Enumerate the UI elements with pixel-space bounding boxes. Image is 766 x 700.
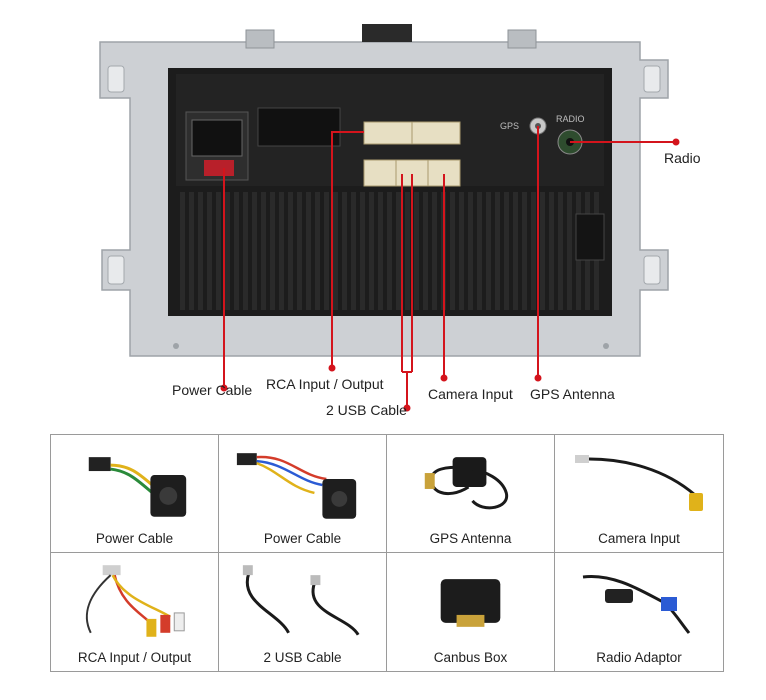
heatsink-fin [387,192,392,310]
accessory-label: Power Cable [95,531,174,546]
power-harness-icon [88,457,187,517]
heatsink-fin [252,192,257,310]
heatsink-fin [333,192,338,310]
heatsink-fin [414,192,419,310]
accessory-cell: Power Cable [51,435,219,553]
heatsink-fin [495,192,500,310]
accessory-label: Canbus Box [433,650,508,665]
heatsink-fin [477,192,482,310]
heatsink-fin [468,192,473,310]
heatsink-fin [234,192,239,310]
callout-lines [220,126,680,412]
heatsink-fin [405,192,410,310]
accessory-label: GPS Antenna [429,531,512,546]
usb-cable-icon [242,565,360,636]
accessory-cell: 2 USB Cable [219,553,387,671]
accessory-label: RCA Input / Output [77,650,192,665]
heatsink-fin [180,192,185,310]
radio-adaptor-icon [582,574,691,634]
heatsink-fin [243,192,248,310]
heatsink-fin [486,192,491,310]
heatsink-fin [360,192,365,310]
heatsink-fin [459,192,464,310]
accessory-cell: Power Cable [219,435,387,553]
heatsink-fin [306,192,311,310]
heatsink-fin [513,192,518,310]
accessory-cell: Camera Input [555,435,723,553]
heatsink-fin [288,192,293,310]
accessory-cell: Radio Adaptor [555,553,723,671]
heatsink-fin [297,192,302,310]
accessory-cell: GPS Antenna [387,435,555,553]
heatsink-fin [450,192,455,310]
heatsink-fin [261,192,266,310]
callout-gps: GPS Antenna [530,386,615,402]
canbus-box-icon [440,579,501,627]
heatsink-fin [369,192,374,310]
heatsink-fin [504,192,509,310]
heatsink-fin [396,192,401,310]
heatsink-fin [198,192,203,310]
heatsink-fin [567,192,572,310]
callout-radio: Radio [664,150,701,166]
power-harness-wired-icon [236,453,357,519]
heatsink-fin [189,192,194,310]
accessory-cell: Canbus Box [387,553,555,671]
head-unit-diagram: GPS RADIO Radio Power Cable RCA Input / … [99,24,701,418]
accessory-label: Power Cable [263,531,342,546]
callout-camera: Camera Input [428,386,513,402]
gps-antenna-icon [424,457,508,510]
accessory-cell: RCA Input / Output [51,553,219,671]
heatsink-fin [225,192,230,310]
accessory-grid: Power Cable Power Cable GPS Antenna Came… [50,434,724,672]
heatsink-fin [540,192,545,310]
callout-rca-io: RCA Input / Output [266,376,384,392]
heatsink-fin [423,192,428,310]
gps-port-label: GPS [500,121,519,131]
accessory-label: 2 USB Cable [263,650,342,665]
heatsink-fin [207,192,212,310]
heatsink-fin [324,192,329,310]
heatsink-fin [315,192,320,310]
accessory-label: Radio Adaptor [596,650,682,665]
heatsink-fin [432,192,437,310]
heatsink-fin [378,192,383,310]
rca-cable-icon [85,565,185,637]
heatsink-fin [342,192,347,310]
heatsink-fin [549,192,554,310]
callout-power-cable: Power Cable [172,382,253,398]
heatsink-fin [531,192,536,310]
accessory-label: Camera Input [598,531,680,546]
heatsink-fin [351,192,356,310]
heatsink-fin [270,192,275,310]
head-unit-rear-view: GPS RADIO [99,24,680,412]
callout-usb: 2 USB Cable [326,402,407,418]
radio-port-label: RADIO [556,114,585,124]
heatsink-fin [216,192,221,310]
heatsink-fin [558,192,563,310]
unit-chassis: GPS RADIO [168,68,612,316]
heatsink-fin [279,192,284,310]
camera-input-cable-icon [575,455,703,511]
heatsink-fin [522,192,527,310]
